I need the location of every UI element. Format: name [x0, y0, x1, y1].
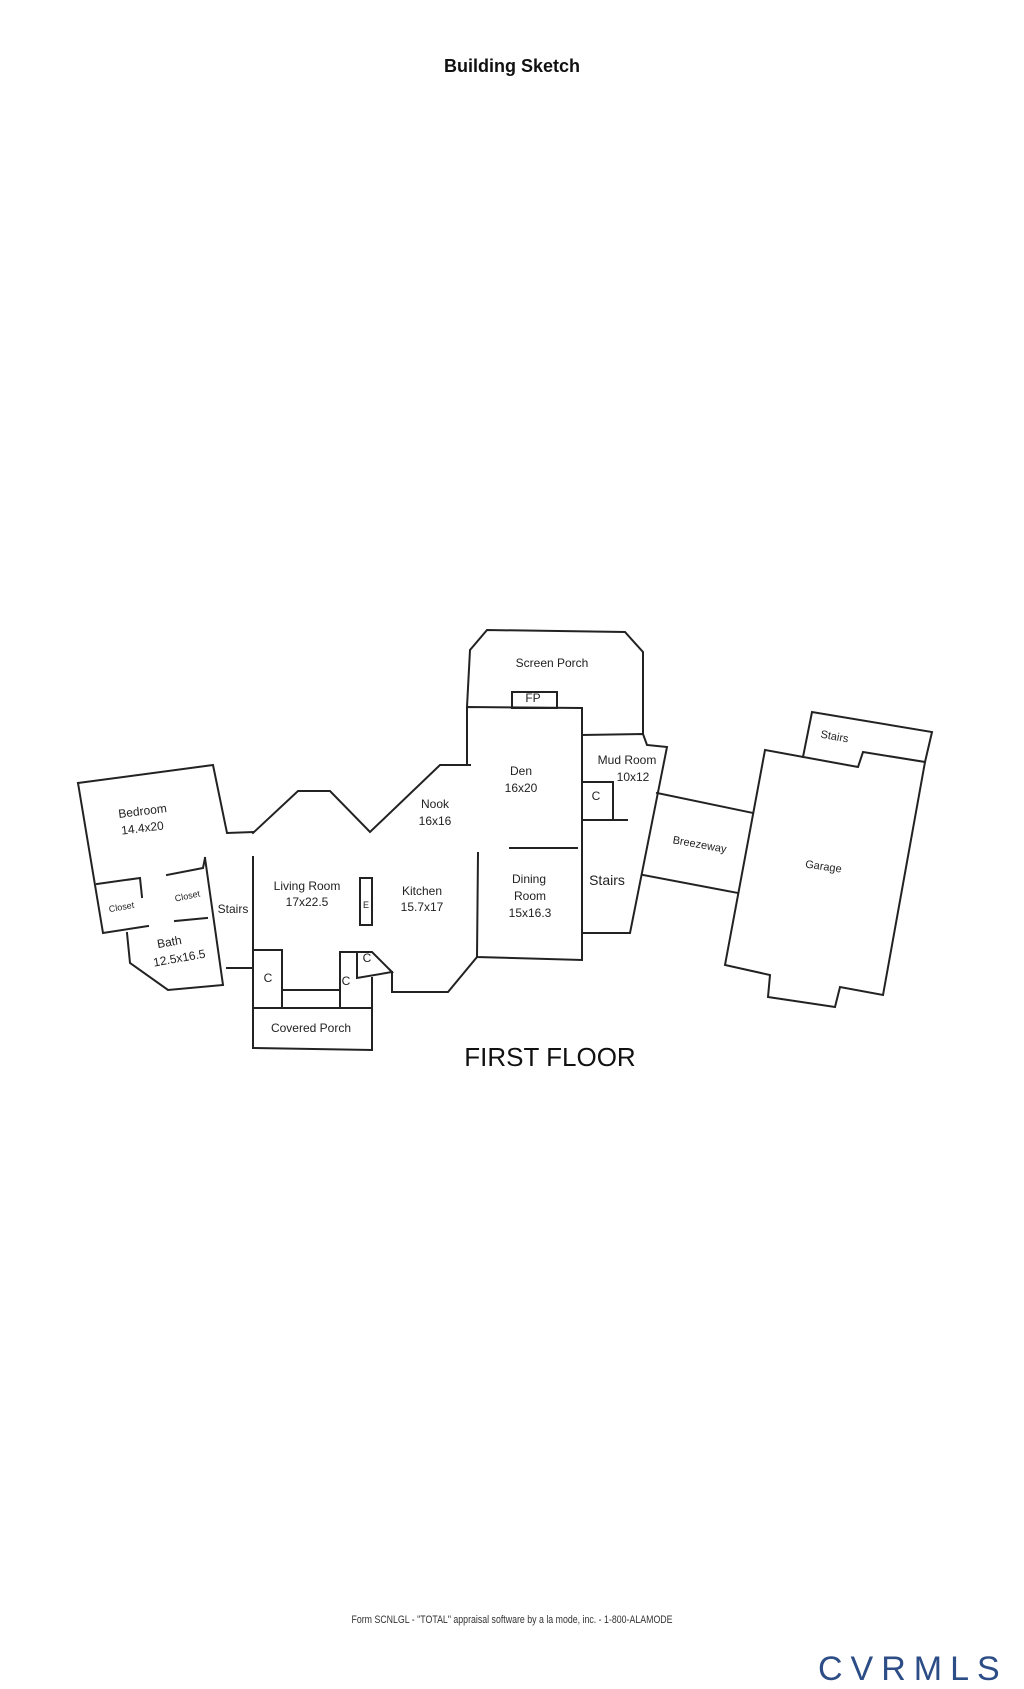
- closet-c-label: C: [363, 951, 372, 965]
- form-footer: Form SCNLGL - "TOTAL" appraisal software…: [351, 1614, 673, 1626]
- den-label: Den: [510, 764, 532, 778]
- closet-label: Closet: [174, 888, 202, 903]
- bedroom-label: Bedroom: [117, 801, 167, 821]
- den-dimensions: 16x20: [505, 781, 538, 795]
- stairs-label: Stairs: [589, 872, 625, 888]
- breezeway-label: Breezeway: [672, 834, 728, 855]
- dining-room-label: Dining: [512, 872, 546, 886]
- walls: [76, 628, 934, 1052]
- bedroom-dimensions: 14.4x20: [120, 818, 164, 837]
- dining-room-label: Room: [514, 889, 546, 903]
- mud-room-dimensions: 10x12: [617, 770, 650, 784]
- garage-label: Garage: [804, 859, 842, 876]
- mud-room-label: Mud Room: [598, 753, 657, 767]
- bath-label: Bath: [156, 933, 183, 951]
- living-room-label: Living Room: [274, 879, 341, 893]
- cvrmls-logo: CVRMLS: [818, 1650, 1008, 1688]
- nook-dimensions: 16x16: [419, 814, 452, 828]
- kitchen-label: Kitchen: [402, 884, 442, 898]
- dining-room-dimensions: 15x16.3: [509, 906, 552, 920]
- screen-porch-label: Screen Porch: [516, 656, 589, 670]
- e-label: E: [363, 900, 369, 910]
- garage-stairs-label: Stairs: [820, 729, 850, 746]
- room-labels: Bedroom 14.4x20 Closet Closet Bath 12.5x…: [108, 656, 850, 1072]
- nook-label: Nook: [421, 797, 450, 811]
- closet-label: Closet: [108, 900, 135, 914]
- fireplace-label: FP: [525, 691, 540, 705]
- closet-c-label: C: [264, 971, 273, 985]
- closet-c-label: C: [342, 974, 351, 988]
- closet-c-label: C: [592, 789, 601, 803]
- stairs-label: Stairs: [218, 902, 249, 916]
- covered-porch-label: Covered Porch: [271, 1021, 351, 1035]
- floor-label: FIRST FLOOR: [464, 1042, 635, 1072]
- living-room-dimensions: 17x22.5: [286, 895, 329, 909]
- page-title: Building Sketch: [443, 56, 580, 76]
- kitchen-dimensions: 15.7x17: [401, 900, 444, 914]
